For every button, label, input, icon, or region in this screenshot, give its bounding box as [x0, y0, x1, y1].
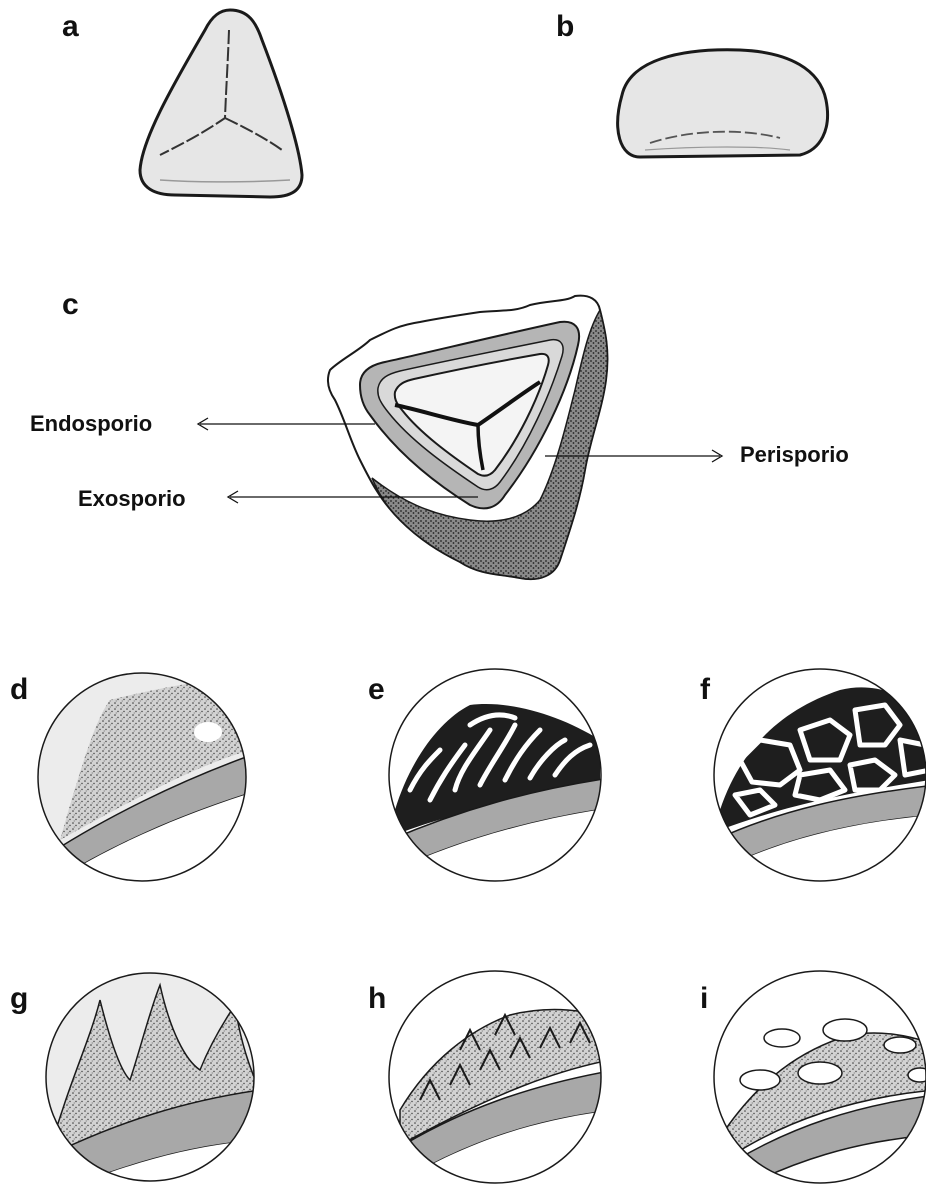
panel-label-c: c	[62, 288, 79, 321]
panel-label-i: i	[700, 982, 708, 1015]
panel-label-f: f	[700, 673, 711, 706]
perisporio-label: Perisporio	[740, 442, 849, 467]
panel-label-a: a	[62, 10, 79, 43]
exosporio-label: Exosporio	[78, 486, 186, 511]
panel-label-b: b	[556, 10, 574, 43]
monolete-spore-drawing	[618, 50, 828, 157]
ornament-clavate-circle	[714, 971, 926, 1192]
trilete-spore-drawing	[140, 10, 302, 197]
ornament-psilate-circle	[38, 673, 260, 900]
panel-label-e: e	[368, 673, 385, 706]
endosporio-label: Endosporio	[30, 411, 152, 436]
panel-label-h: h	[368, 982, 386, 1015]
panel-label-d: d	[10, 673, 28, 706]
panel-label-g: g	[10, 982, 28, 1015]
ornament-echinate-circle	[40, 973, 260, 1192]
spore-wall-layers-drawing	[328, 296, 607, 579]
ornament-reticulate-circle	[714, 669, 926, 900]
ornament-rugulate-circle	[389, 669, 610, 900]
ornament-baculate-circle	[389, 971, 615, 1192]
